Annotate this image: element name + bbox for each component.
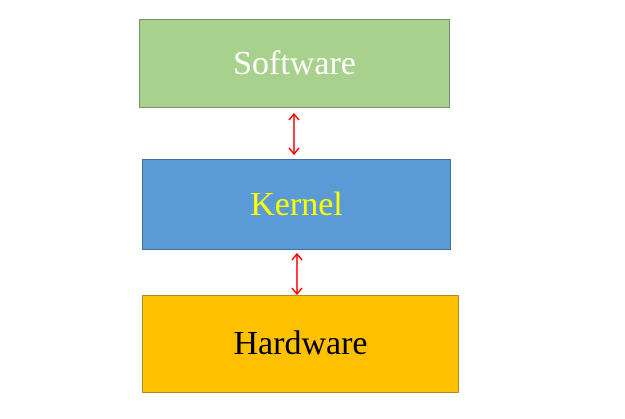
software-layer-box: Software bbox=[139, 19, 450, 108]
arrow-head-up bbox=[291, 252, 303, 261]
software-layer-label: Software bbox=[233, 44, 356, 82]
arrow-head-up bbox=[288, 112, 300, 121]
kernel-hardware-bidirectional-arrow bbox=[291, 252, 303, 296]
kernel-layer-label: Kernel bbox=[250, 185, 343, 223]
software-kernel-bidirectional-arrow bbox=[288, 112, 300, 156]
arrow-head-down bbox=[288, 147, 300, 156]
hardware-layer-box: Hardware bbox=[142, 295, 459, 393]
arrow-head-down bbox=[291, 287, 303, 296]
kernel-layer-box: Kernel bbox=[142, 159, 451, 250]
hardware-layer-label: Hardware bbox=[233, 325, 368, 362]
